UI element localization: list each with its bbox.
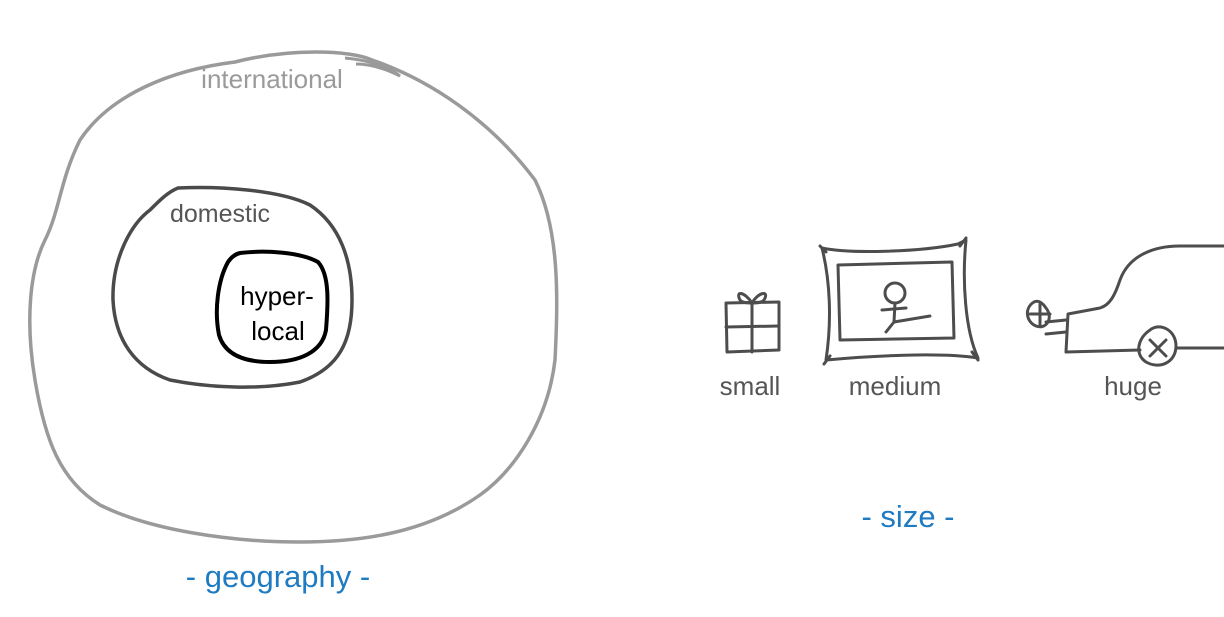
domestic-ring — [111, 185, 354, 389]
international-ring-overdraw — [344, 56, 401, 78]
size-diagram: small medium huge - size - — [720, 236, 1224, 534]
car-icon — [1026, 244, 1224, 367]
geography-diagram: international domestic hyper- local - ge… — [28, 50, 559, 594]
size-label-small: small — [720, 371, 781, 401]
size-caption: - size - — [862, 499, 955, 534]
gift-box-icon — [724, 292, 781, 354]
framed-stick-figure-icon — [818, 236, 980, 366]
hyperlocal-label-line2: local — [251, 316, 304, 346]
size-label-huge: huge — [1104, 371, 1162, 401]
size-label-medium: medium — [849, 371, 941, 401]
international-label: international — [201, 64, 343, 94]
domestic-label: domestic — [170, 200, 270, 228]
geography-caption: - geography - — [186, 559, 370, 594]
international-ring — [28, 50, 559, 544]
hyperlocal-label-line1: hyper- — [240, 281, 314, 311]
hyperlocal-ring — [214, 249, 330, 364]
